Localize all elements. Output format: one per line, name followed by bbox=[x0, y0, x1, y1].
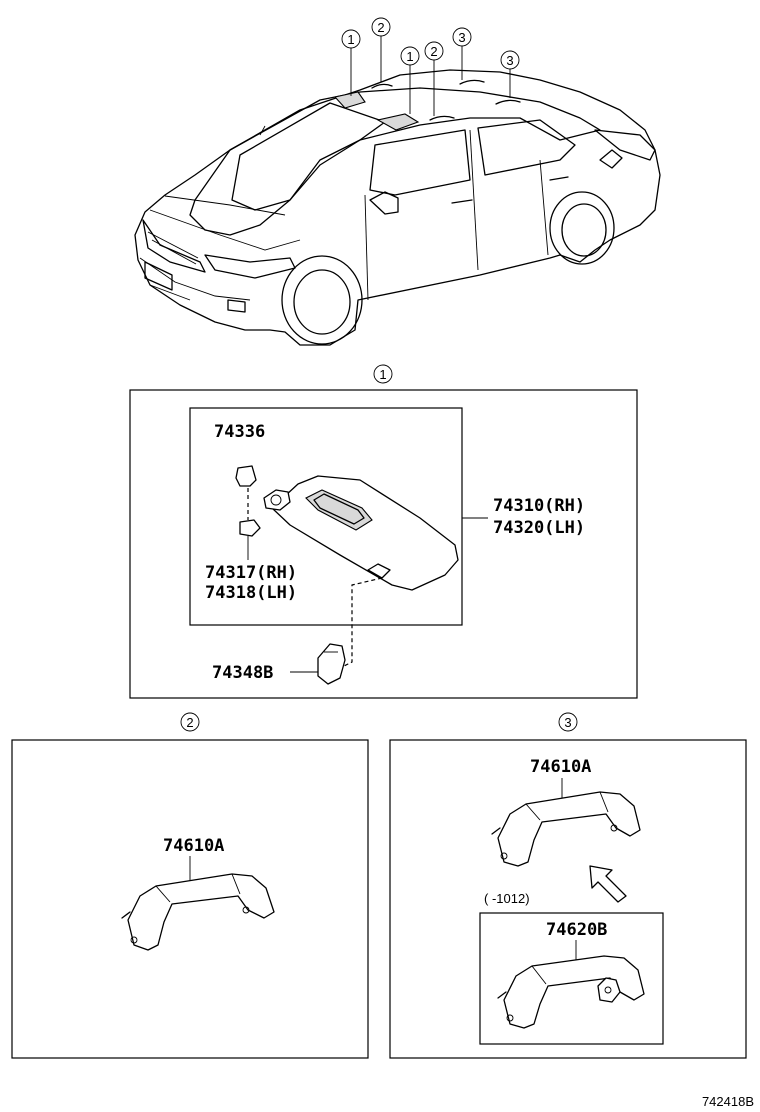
svg-text:3: 3 bbox=[458, 30, 465, 45]
svg-text:3: 3 bbox=[564, 715, 571, 730]
callout-1-section: 1 bbox=[373, 364, 393, 384]
section-3-inner-frame bbox=[479, 912, 664, 1045]
callout-3-car-b: 3 bbox=[500, 50, 520, 70]
callout-1-car-b: 1 bbox=[400, 46, 420, 66]
section-1-sun-visor: 1 74336 74310(RH) 74320(LH) 74317(RH) 74… bbox=[129, 364, 638, 699]
visor-mirror bbox=[305, 489, 373, 531]
section-2-frame bbox=[11, 739, 369, 1059]
assist-grip-part-rear-new bbox=[497, 791, 641, 867]
part-label-74620b: 74620B bbox=[546, 920, 607, 940]
svg-text:1: 1 bbox=[347, 32, 354, 47]
svg-text:1: 1 bbox=[379, 367, 386, 382]
section-3-assist-grip: 3 74610A ( -1012) 74620B bbox=[389, 712, 747, 1059]
part-label-74310-rh: 74310(RH) bbox=[493, 496, 585, 516]
sun-visor-part bbox=[271, 475, 459, 591]
callout-2-car-a: 2 bbox=[371, 17, 391, 37]
illustration-code: 742418B bbox=[702, 1094, 754, 1109]
section-1-frame bbox=[129, 389, 638, 699]
part-label-74348b: 74348B bbox=[212, 663, 273, 683]
section-3-frame bbox=[389, 739, 747, 1059]
callout-3-car-a: 3 bbox=[452, 27, 472, 47]
assist-grip-part-front bbox=[127, 873, 275, 951]
part-label-74336: 74336 bbox=[214, 422, 265, 442]
section-2-assist-grip: 2 74610A bbox=[11, 712, 369, 1059]
svg-text:2: 2 bbox=[377, 20, 384, 35]
svg-text:3: 3 bbox=[506, 53, 513, 68]
callout-2-section: 2 bbox=[180, 712, 200, 732]
callout-1-car-a: 1 bbox=[341, 29, 361, 49]
svg-text:2: 2 bbox=[430, 44, 437, 59]
part-label-74610a-front: 74610A bbox=[163, 836, 224, 856]
old-part-date-range: ( -1012) bbox=[484, 891, 530, 906]
part-label-74610a-rear: 74610A bbox=[530, 757, 591, 777]
callout-3-section: 3 bbox=[558, 712, 578, 732]
callout-2-car-b: 2 bbox=[424, 41, 444, 61]
section-1-inner-frame bbox=[189, 407, 463, 626]
svg-text:2: 2 bbox=[186, 715, 193, 730]
holder-part bbox=[239, 519, 261, 537]
part-label-74317-rh: 74317(RH) bbox=[205, 563, 297, 583]
replacement-arrow bbox=[589, 865, 627, 903]
part-label-74318-lh: 74318(LH) bbox=[205, 583, 297, 603]
car-illustration: 1 2 1 2 3 3 bbox=[134, 17, 661, 346]
clip-part bbox=[235, 465, 257, 487]
hook-part bbox=[317, 643, 346, 685]
assist-grip-part-rear-old bbox=[503, 955, 645, 1029]
svg-text:1: 1 bbox=[406, 49, 413, 64]
part-label-74320-lh: 74320(LH) bbox=[493, 518, 585, 538]
